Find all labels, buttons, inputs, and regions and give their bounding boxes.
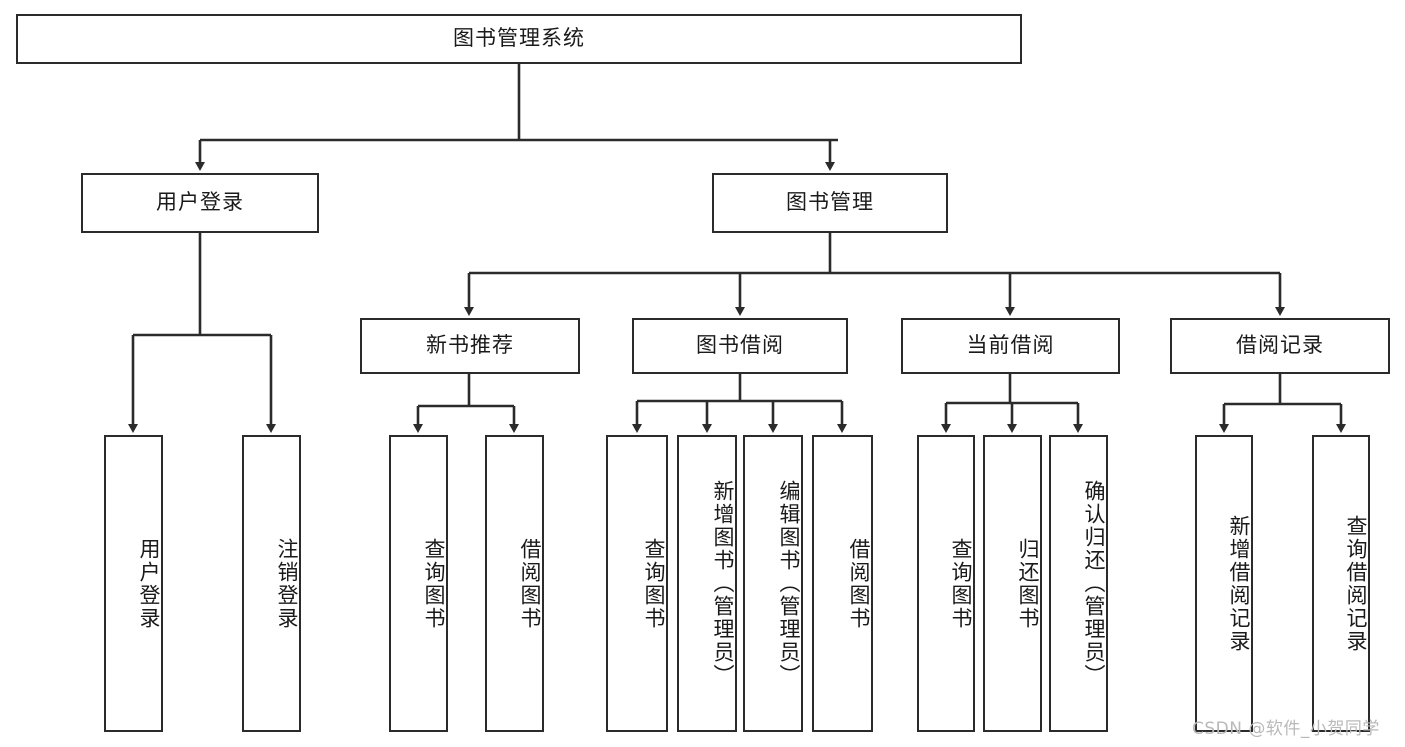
node-leaf-query-borrow-record[interactable]: 查询借阅记录 — [1312, 435, 1370, 732]
node-leaf-borrow-book-1-label: 借阅图书 — [518, 537, 542, 630]
node-leaf-add-borrow-record[interactable]: 新增借阅记录 — [1195, 435, 1253, 732]
node-leaf-logout-label: 注销登录 — [275, 537, 299, 630]
node-book-management-label: 图书管理 — [786, 190, 874, 215]
node-leaf-borrow-book-2-label: 借阅图书 — [847, 537, 871, 630]
node-leaf-confirm-return[interactable]: 确认归还（管理员） — [1049, 435, 1108, 732]
node-root[interactable]: 图书管理系统 — [16, 14, 1022, 64]
node-leaf-add-borrow-record-label: 新增借阅记录 — [1227, 514, 1251, 653]
node-leaf-query-book-1-label: 查询图书 — [422, 537, 446, 630]
node-leaf-borrow-book-2[interactable]: 借阅图书 — [812, 435, 873, 732]
node-leaf-query-book-3-label: 查询图书 — [949, 537, 973, 630]
node-borrow-record[interactable]: 借阅记录 — [1170, 318, 1390, 374]
node-leaf-add-book-admin[interactable]: 新增图书（管理员） — [677, 435, 737, 732]
node-leaf-edit-book-admin-label: 编辑图书（管理员） — [777, 480, 801, 687]
csdn-watermark: CSDN @软件_小贺同学 — [1192, 719, 1380, 739]
node-book-borrow[interactable]: 图书借阅 — [632, 318, 848, 374]
node-leaf-query-book-1[interactable]: 查询图书 — [389, 435, 448, 732]
node-current-borrow-label: 当前借阅 — [966, 333, 1055, 358]
node-user-login-label: 用户登录 — [156, 190, 244, 215]
node-leaf-query-borrow-record-label: 查询借阅记录 — [1344, 514, 1368, 653]
node-book-management[interactable]: 图书管理 — [712, 173, 948, 233]
node-leaf-edit-book-admin[interactable]: 编辑图书（管理员） — [743, 435, 803, 732]
node-leaf-query-book-2[interactable]: 查询图书 — [606, 435, 668, 732]
node-leaf-confirm-return-label: 确认归还（管理员） — [1082, 480, 1106, 687]
node-leaf-query-book-3[interactable]: 查询图书 — [917, 435, 975, 732]
node-leaf-logout[interactable]: 注销登录 — [242, 435, 301, 732]
node-leaf-add-book-admin-label: 新增图书（管理员） — [711, 480, 735, 687]
node-user-login[interactable]: 用户登录 — [81, 173, 319, 233]
node-root-label: 图书管理系统 — [453, 26, 585, 51]
node-leaf-query-book-2-label: 查询图书 — [642, 537, 666, 630]
node-book-borrow-label: 图书借阅 — [696, 333, 784, 358]
node-leaf-user-login[interactable]: 用户登录 — [104, 435, 163, 732]
node-borrow-record-label: 借阅记录 — [1236, 333, 1324, 358]
node-leaf-return-book-label: 归还图书 — [1016, 537, 1040, 630]
node-leaf-user-login-label: 用户登录 — [137, 537, 161, 630]
node-leaf-return-book[interactable]: 归还图书 — [983, 435, 1042, 732]
node-leaf-borrow-book-1[interactable]: 借阅图书 — [485, 435, 544, 732]
node-current-borrow[interactable]: 当前借阅 — [901, 318, 1120, 374]
node-new-book-recommend-label: 新书推荐 — [426, 333, 514, 358]
node-new-book-recommend[interactable]: 新书推荐 — [360, 318, 580, 374]
